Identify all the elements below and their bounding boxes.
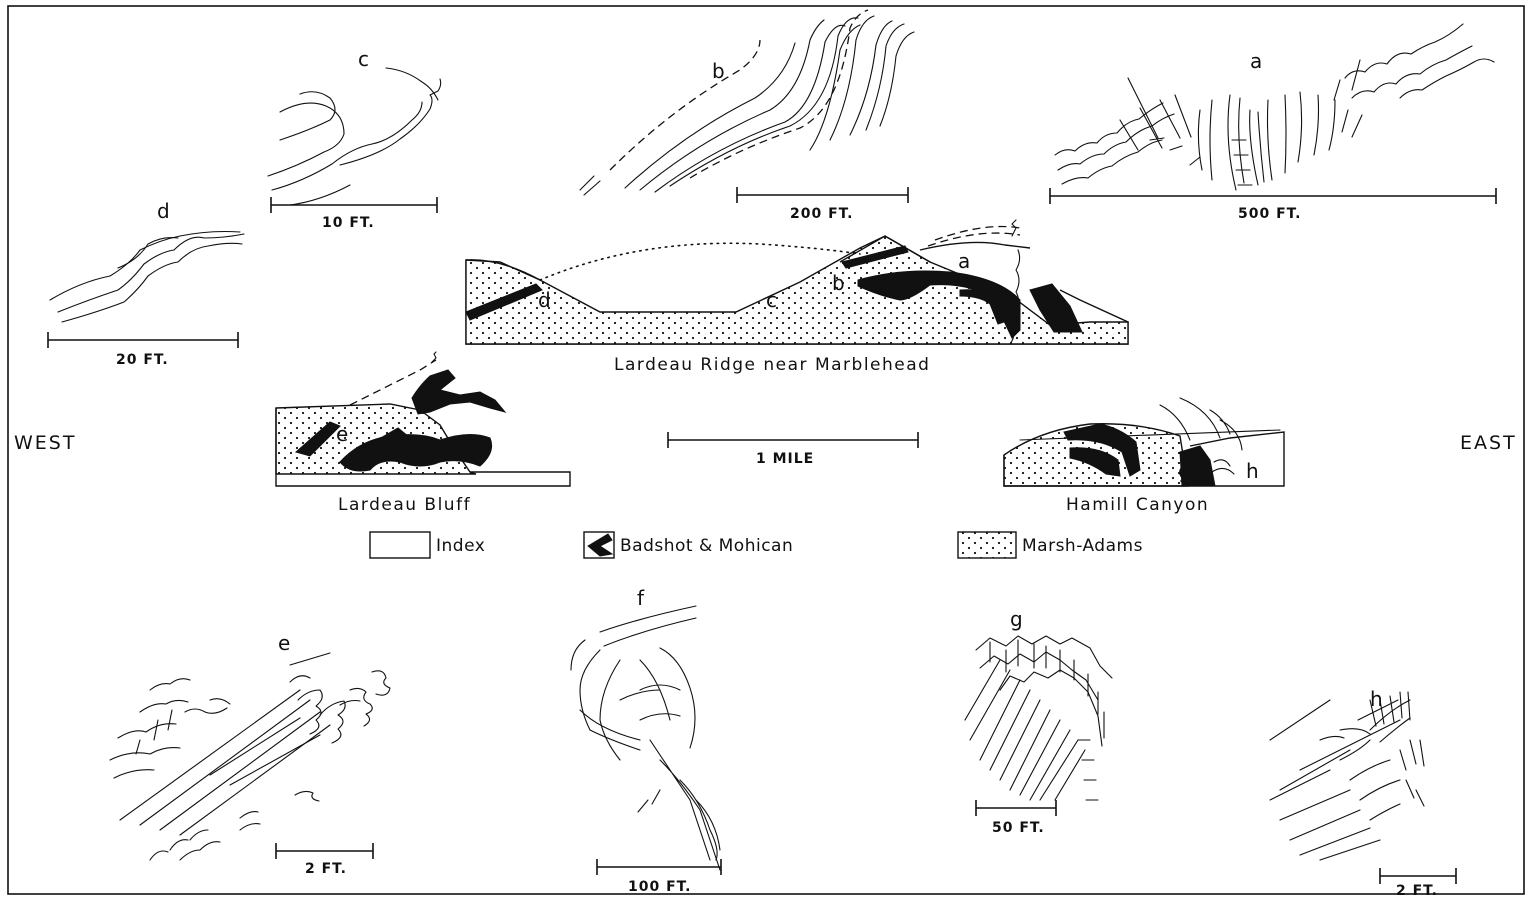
scale-label-f: 100 FT. xyxy=(628,879,691,895)
marblehead-marsh-adams xyxy=(466,236,1128,344)
detail-g-letter: g xyxy=(1010,607,1023,631)
scale-bar-e: 2 FT. xyxy=(276,843,373,877)
scale-label-c: 10 FT. xyxy=(322,215,375,231)
legend-index-label: Index xyxy=(436,536,485,556)
marblehead-label-c: c xyxy=(766,288,777,312)
detail-b: b xyxy=(580,10,914,195)
detail-e: e xyxy=(110,631,390,860)
scale-label-e: 2 FT. xyxy=(305,861,347,877)
hamill-label-h: h xyxy=(1246,459,1259,483)
marblehead-title: Lardeau Ridge near Marblehead xyxy=(614,355,930,375)
detail-f-letter: f xyxy=(637,586,645,610)
detail-a-letter: a xyxy=(1250,49,1262,73)
detail-g: g xyxy=(965,607,1112,800)
legend: Index Badshot & Mohican Marsh-Adams xyxy=(370,532,1143,558)
legend-index-swatch xyxy=(370,532,430,558)
marblehead-label-d: d xyxy=(538,288,551,312)
scale-label-d: 20 FT. xyxy=(116,352,169,368)
scale-bar-b: 200 FT. xyxy=(737,187,908,222)
scale-bar-a: 500 FT. xyxy=(1050,188,1496,222)
figure-frame xyxy=(8,6,1524,894)
detail-c: c xyxy=(268,47,441,205)
scale-label-b: 200 FT. xyxy=(790,206,853,222)
scale-bar-g: 50 FT. xyxy=(976,800,1056,836)
scale-bar-c: 10 FT. xyxy=(271,197,437,231)
detail-d: d xyxy=(50,199,244,322)
scale-bar-f: 100 FT. xyxy=(597,859,721,895)
hamill-label-g: g xyxy=(1178,459,1191,483)
bluff-title: Lardeau Bluff xyxy=(338,495,471,515)
bluff-label-e: e xyxy=(336,422,348,446)
scale-label-h: 2 FT. xyxy=(1396,883,1438,899)
detail-d-letter: d xyxy=(157,199,170,223)
legend-marsh-label: Marsh-Adams xyxy=(1022,536,1143,556)
detail-a: a xyxy=(1055,24,1494,190)
detail-b-letter: b xyxy=(712,59,725,83)
scale-label-g: 50 FT. xyxy=(992,820,1045,836)
detail-e-letter: e xyxy=(278,631,290,655)
bluff-badshot-upper xyxy=(412,370,505,414)
scale-label-mile: 1 MILE xyxy=(756,451,814,467)
section-bluff: e Lardeau Bluff xyxy=(276,352,570,515)
detail-c-letter: c xyxy=(358,47,369,71)
section-hamill: g h Hamill Canyon xyxy=(1004,398,1284,515)
section-marblehead: d c b a Lardeau Ridge near Marblehead xyxy=(466,220,1128,375)
detail-h: h xyxy=(1270,687,1424,860)
hamill-title: Hamill Canyon xyxy=(1066,495,1209,515)
marblehead-label-b: b xyxy=(832,271,845,295)
detail-f: f xyxy=(571,586,720,870)
legend-marsh-swatch xyxy=(958,532,1016,558)
east-label: EAST xyxy=(1460,432,1517,454)
scale-bar-mile: 1 MILE xyxy=(668,432,918,467)
scale-bar-d: 20 FT. xyxy=(48,332,238,368)
marblehead-label-a: a xyxy=(958,249,970,273)
west-label: WEST xyxy=(14,432,76,454)
scale-label-a: 500 FT. xyxy=(1238,206,1301,222)
legend-badshot-label: Badshot & Mohican xyxy=(620,536,793,556)
